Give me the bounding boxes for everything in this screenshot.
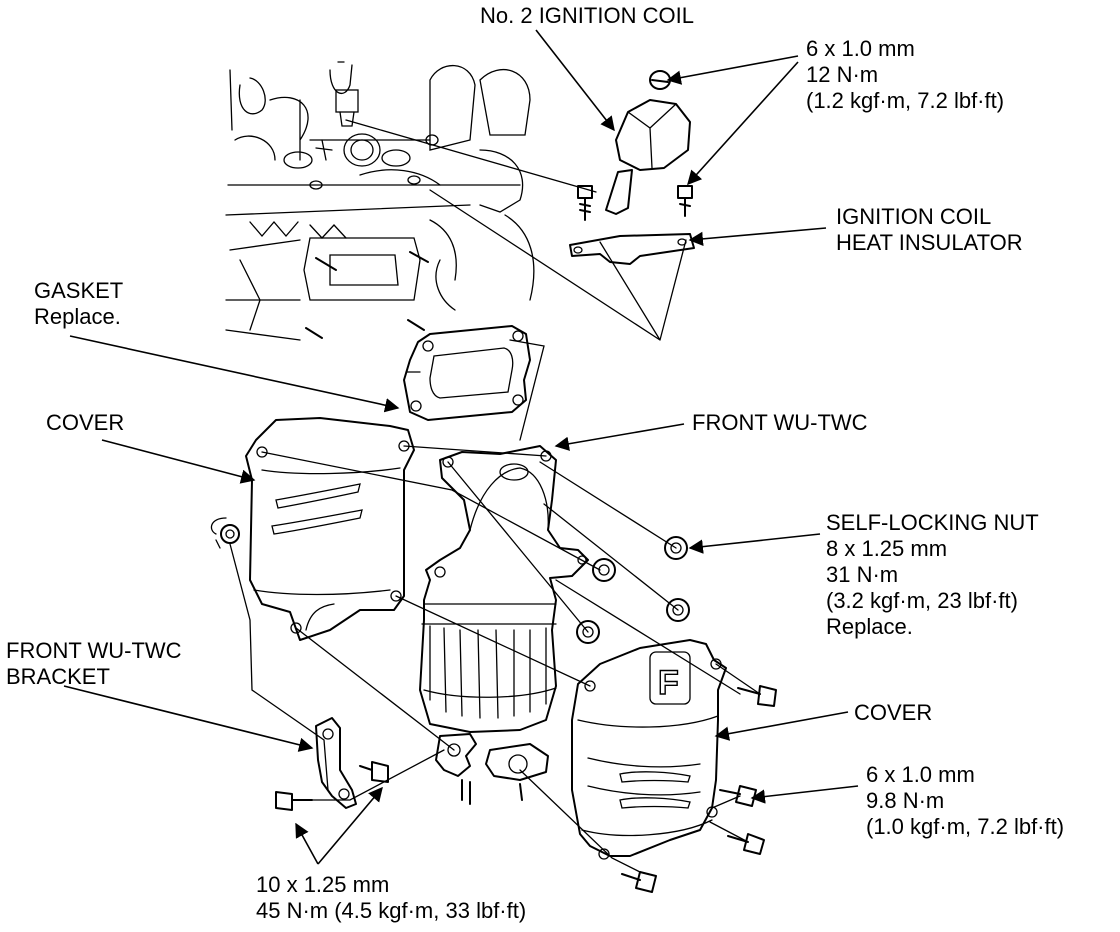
label-bracket-line2: BRACKET <box>6 664 110 689</box>
cover-logo-letter: F <box>658 664 679 702</box>
label-coil-bolt-torque-alt: (1.2 kgf·m, 7.2 lbf·ft) <box>806 88 1005 113</box>
label-gasket: GASKET <box>34 278 124 303</box>
left-cover <box>245 417 415 641</box>
label-cover-bolt-torque: 9.8 N·m <box>866 788 945 813</box>
label-bracket-line1: FRONT WU-TWC <box>6 638 182 663</box>
label-cover-left: COVER <box>46 410 125 435</box>
ignition-coil <box>605 70 691 215</box>
label-cover-bolt-torque-alt: (1.0 kgf·m, 7.2 lbf·ft) <box>866 814 1065 839</box>
leader-arrows <box>63 29 859 865</box>
engine-head-outline <box>225 61 535 341</box>
label-bracket-bolt-size: 10 x 1.25 mm <box>256 872 390 897</box>
label-nut-torque-alt: (3.2 kgf·m, 23 lbf·ft) <box>826 588 1018 613</box>
label-heat-insulator-line1: IGNITION COIL <box>836 204 992 229</box>
front-wu-twc <box>419 445 589 805</box>
label-coil-bolt-size: 6 x 1.0 mm <box>806 36 915 61</box>
heat-insulator <box>569 233 695 265</box>
label-coil-bolt-torque: 12 N·m <box>806 62 879 87</box>
label-bracket-bolt-torque: 45 N·m (4.5 kgf·m, 33 lbf·ft) <box>256 898 527 923</box>
cover-bolts <box>621 685 777 893</box>
label-nut-torque: 31 N·m <box>826 562 899 587</box>
right-cover: F <box>571 639 727 860</box>
self-locking-nuts <box>210 517 690 644</box>
label-heat-insulator-line2: HEAT INSULATOR <box>836 230 1023 255</box>
label-gasket-note: Replace. <box>34 304 121 329</box>
assembly-lines <box>229 119 761 873</box>
gasket <box>403 325 531 421</box>
label-cover-bolt-size: 6 x 1.0 mm <box>866 762 975 787</box>
label-self-locking-nut: SELF-LOCKING NUT <box>826 510 1039 535</box>
label-nut-size: 8 x 1.25 mm <box>826 536 948 561</box>
front-wu-twc-bracket <box>275 717 389 811</box>
label-nut-note: Replace. <box>826 614 913 639</box>
label-front-wu-twc: FRONT WU-TWC <box>692 410 868 435</box>
label-ignition-coil: No. 2 IGNITION COIL <box>480 3 694 28</box>
label-cover-right: COVER <box>854 700 933 725</box>
coil-bolts <box>577 185 693 221</box>
